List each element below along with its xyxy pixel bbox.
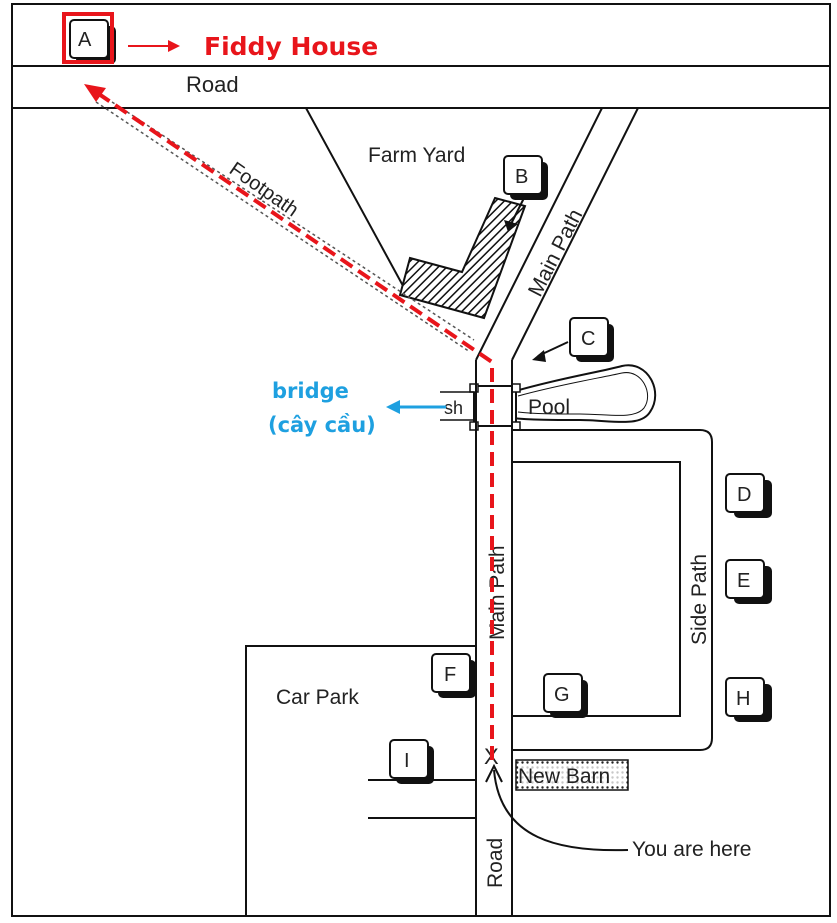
bridge-translation-label: (cây cầu) [268, 413, 376, 437]
marker-e: E [725, 559, 772, 604]
marker-f-label: F [444, 664, 456, 686]
road-top-label: Road [186, 72, 239, 97]
marker-a: A [69, 19, 116, 64]
footpath-line-2 [111, 101, 475, 341]
farm-yard-edge-left [305, 107, 409, 296]
car-park-outline [245, 645, 476, 916]
bridge-post-bl [469, 421, 479, 431]
side-path-label: Side Path [688, 554, 711, 645]
bridge-post-br [511, 421, 521, 431]
marker-c-label: C [581, 328, 595, 350]
pool-label: Pool [528, 396, 570, 419]
fiddy-house-label: Fiddy House [204, 32, 378, 61]
fiddy-house-highlight [62, 12, 114, 64]
route-arrowhead [84, 84, 106, 102]
main-path-lower-label: Main Path [486, 545, 509, 640]
marker-h-label: H [736, 688, 750, 710]
bridge-structure [473, 385, 517, 427]
bridge-post-tr [511, 383, 521, 393]
side-path-outer [512, 429, 713, 751]
marker-g: G [543, 673, 588, 718]
main-path-upper-edge-left [475, 107, 603, 361]
main-path-upper-edge-right [511, 107, 639, 361]
marker-g-label: G [554, 684, 570, 706]
c-arrowhead [532, 350, 546, 362]
b-arrow-line [509, 197, 525, 227]
central-block [511, 461, 681, 717]
footpath-line-1 [95, 101, 471, 353]
marker-d-label: D [737, 484, 751, 506]
route-to-fiddy-house [94, 90, 494, 760]
marker-i-label: I [404, 750, 410, 772]
marker-b: B [503, 155, 548, 200]
marker-f: F [431, 653, 476, 698]
map-border [11, 3, 831, 917]
you-are-here-arrowhead [485, 763, 503, 783]
marker-h: H [725, 677, 772, 722]
farm-building [398, 196, 527, 320]
marker-d: D [725, 473, 772, 518]
road-bottom-label: Road [484, 838, 507, 888]
marker-i: I [389, 739, 434, 784]
new-barn-label-bg [518, 764, 624, 786]
new-barn-label: New Barn [518, 765, 610, 788]
you-are-here-curve [493, 769, 629, 852]
fiddy-house-arrowhead [168, 40, 180, 52]
b-arrowhead [504, 220, 518, 232]
marker-c: C [569, 317, 614, 362]
you-are-here-label: You are here [632, 838, 752, 861]
farm-yard-label: Farm Yard [368, 144, 465, 167]
bridge-fragment-label: sh [444, 398, 463, 418]
marker-a-label: A [78, 29, 92, 51]
marker-b-label: B [515, 166, 528, 188]
main-path-upper-label: Main Path [524, 206, 587, 301]
pool [511, 364, 657, 423]
marker-e-label: E [737, 570, 750, 592]
car-park-label: Car Park [276, 686, 359, 709]
bridge-arrowhead [386, 400, 400, 414]
pool-inner [517, 372, 649, 416]
bridge-annotation-label: bridge [272, 379, 349, 403]
